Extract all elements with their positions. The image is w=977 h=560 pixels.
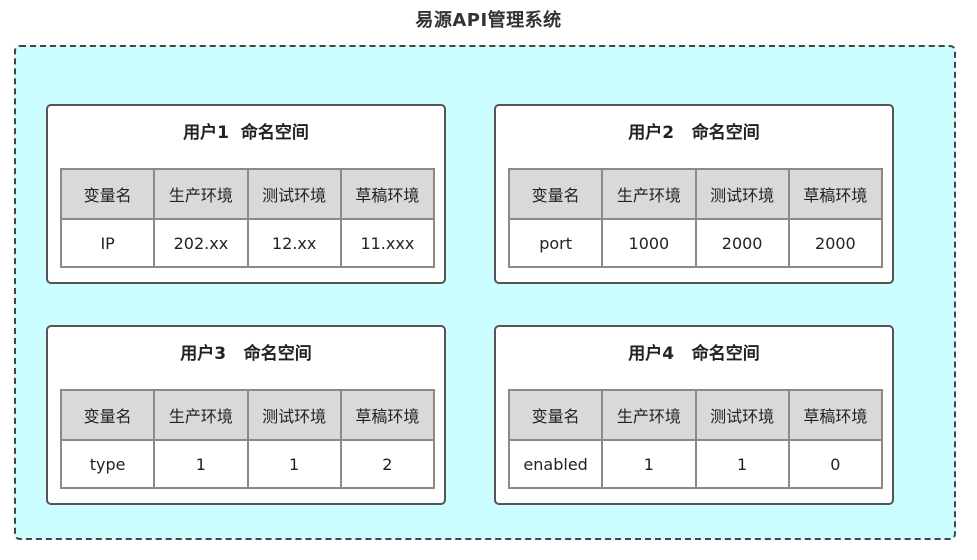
cell-variable-name: enabled — [507, 439, 604, 489]
variable-table: 变量名 生产环境 测试环境 草稿环境 port 1000 2000 2000 — [507, 168, 884, 268]
cell-test-value: 12.xx — [246, 218, 342, 268]
column-header-variable-name: 变量名 — [507, 168, 604, 220]
table-header-row: 变量名 生产环境 测试环境 草稿环境 — [59, 389, 436, 441]
table-row: type 1 1 2 — [59, 439, 436, 489]
cell-variable-name: port — [507, 218, 604, 268]
column-header-production-env: 生产环境 — [601, 389, 697, 441]
cell-production-value: 1000 — [601, 218, 697, 268]
column-header-test-env: 测试环境 — [694, 168, 790, 220]
page-title: 易源API管理系统 — [415, 10, 562, 31]
cell-production-value: 1 — [601, 439, 697, 489]
namespace-title: 用户2 命名空间 — [628, 123, 760, 143]
variable-table: 变量名 生产环境 测试环境 草稿环境 IP 202.xx 12.xx 11.xx… — [59, 168, 436, 268]
cell-production-value: 1 — [153, 439, 249, 489]
column-header-draft-env: 草稿环境 — [787, 389, 884, 441]
table-header-row: 变量名 生产环境 测试环境 草稿环境 — [59, 168, 436, 220]
column-header-variable-name: 变量名 — [59, 168, 156, 220]
namespace-title: 用户1 命名空间 — [183, 123, 309, 143]
table-row: IP 202.xx 12.xx 11.xxx — [59, 218, 436, 268]
column-header-draft-env: 草稿环境 — [339, 389, 436, 441]
namespace-card-user4: 用户4 命名空间 变量名 生产环境 测试环境 草稿环境 enabled 1 1 … — [494, 325, 894, 505]
column-header-test-env: 测试环境 — [246, 168, 342, 220]
column-header-test-env: 测试环境 — [246, 389, 342, 441]
table-row: enabled 1 1 0 — [507, 439, 884, 489]
cell-test-value: 2000 — [694, 218, 790, 268]
cell-variable-name: type — [59, 439, 156, 489]
namespace-title: 用户3 命名空间 — [180, 344, 312, 364]
cell-test-value: 1 — [246, 439, 342, 489]
cell-variable-name: IP — [59, 218, 156, 268]
column-header-test-env: 测试环境 — [694, 389, 790, 441]
column-header-draft-env: 草稿环境 — [787, 168, 884, 220]
cell-draft-value: 2000 — [787, 218, 884, 268]
column-header-production-env: 生产环境 — [153, 168, 249, 220]
column-header-draft-env: 草稿环境 — [339, 168, 436, 220]
cell-draft-value: 0 — [787, 439, 884, 489]
table-header-row: 变量名 生产环境 测试环境 草稿环境 — [507, 389, 884, 441]
namespace-title: 用户4 命名空间 — [628, 344, 760, 364]
namespace-card-user1: 用户1 命名空间 变量名 生产环境 测试环境 草稿环境 IP 202.xx 12… — [46, 104, 446, 284]
cell-production-value: 202.xx — [153, 218, 249, 268]
cell-draft-value: 11.xxx — [339, 218, 436, 268]
column-header-production-env: 生产环境 — [153, 389, 249, 441]
variable-table: 变量名 生产环境 测试环境 草稿环境 enabled 1 1 0 — [507, 389, 884, 489]
column-header-variable-name: 变量名 — [59, 389, 156, 441]
table-row: port 1000 2000 2000 — [507, 218, 884, 268]
column-header-production-env: 生产环境 — [601, 168, 697, 220]
namespace-card-user3: 用户3 命名空间 变量名 生产环境 测试环境 草稿环境 type 1 1 2 — [46, 325, 446, 505]
cell-test-value: 1 — [694, 439, 790, 489]
table-header-row: 变量名 生产环境 测试环境 草稿环境 — [507, 168, 884, 220]
namespace-card-user2: 用户2 命名空间 变量名 生产环境 测试环境 草稿环境 port 1000 20… — [494, 104, 894, 284]
cell-draft-value: 2 — [339, 439, 436, 489]
variable-table: 变量名 生产环境 测试环境 草稿环境 type 1 1 2 — [59, 389, 436, 489]
column-header-variable-name: 变量名 — [507, 389, 604, 441]
